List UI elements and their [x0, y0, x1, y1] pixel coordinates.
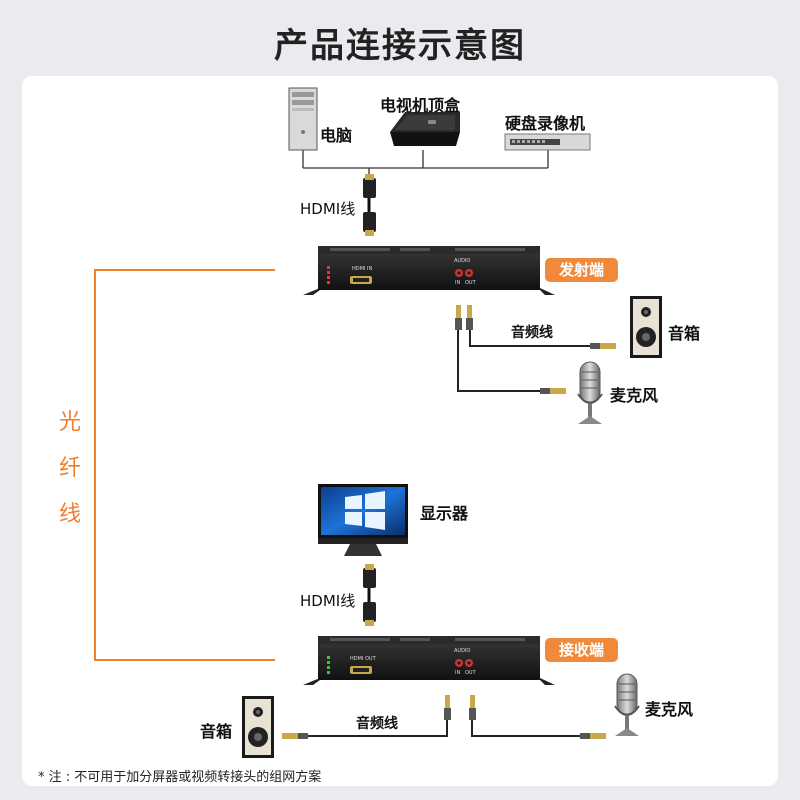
dvr-label: 硬盘录像机 [505, 114, 586, 133]
receiver-in-label: IN [455, 670, 461, 676]
bottom-audio-plugs [282, 695, 606, 739]
bottom-mic-label: 麦克风 [645, 700, 694, 719]
footnote: * 注 : 不可用于加分屏器或视频转接头的组网方案 [38, 770, 322, 785]
hdmi-cable-top-icon [363, 174, 376, 236]
dvr-icon [504, 133, 591, 151]
top-audio-plugs [455, 305, 616, 394]
source-bus-lines [302, 150, 549, 178]
tv-box-label: 电视机顶盒 [380, 96, 461, 115]
bottom-audio-cable-label: 音频线 [356, 716, 398, 732]
microphone-top-icon [577, 361, 603, 424]
hdmi-cable-top-label: HDMI线 [300, 200, 356, 218]
monitor-icon [318, 484, 408, 556]
hdmi-cable-bottom-label: HDMI线 [300, 592, 356, 610]
receiver-out-label: OUT [465, 670, 476, 676]
page-title: 产品连接示意图 [274, 26, 526, 66]
bottom-audio-cables [300, 720, 590, 737]
transmitter-hdmi-port-label: HDMI IN [352, 266, 373, 272]
monitor-label: 显示器 [420, 504, 469, 523]
speaker-top-icon [630, 296, 662, 358]
receiver-tag: 接收端 [545, 638, 619, 662]
top-audio-cable-label: 音频线 [511, 325, 553, 341]
fiber-char-1: 光 [58, 410, 81, 435]
speaker-bottom-icon [242, 696, 274, 758]
hdmi-cable-bottom-icon [363, 564, 376, 626]
transmitter-audio-port-label: AUDIO [454, 258, 471, 264]
transmitter-in-label: IN [455, 280, 461, 286]
receiver-audio-port-label: AUDIO [454, 648, 471, 654]
top-mic-label: 麦克风 [610, 386, 659, 405]
receiver-device [303, 636, 555, 685]
transmitter-device [303, 246, 555, 295]
receiver-hdmi-port-label: HDMI OUT [350, 656, 376, 662]
fiber-char-3: 线 [58, 502, 81, 527]
transmitter-tag: 发射端 [545, 258, 619, 282]
computer-icon [288, 87, 318, 151]
fiber-cable-line [94, 269, 275, 661]
receiver-leds [327, 656, 330, 674]
fiber-label: 光 纤 线 [55, 400, 85, 538]
microphone-bottom-icon [614, 673, 640, 736]
tv-box-icon [390, 112, 460, 146]
bottom-speaker-label: 音箱 [200, 722, 233, 741]
transmitter-out-label: OUT [465, 280, 476, 286]
top-audio-cables [457, 330, 602, 392]
fiber-char-2: 纤 [58, 456, 81, 481]
computer-label: 电脑 [320, 126, 353, 145]
top-speaker-label: 音箱 [668, 324, 701, 343]
transmitter-leds [327, 266, 330, 284]
